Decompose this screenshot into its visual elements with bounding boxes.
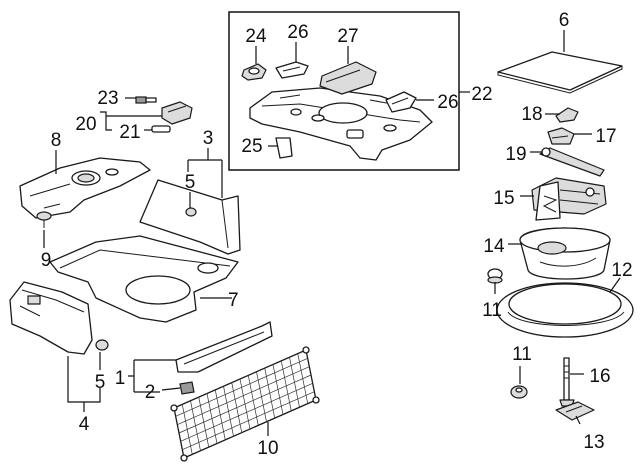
shelf-bracket — [275, 137, 293, 159]
spare-wheel-storage-tray — [519, 227, 611, 280]
speaker-grille-small — [275, 61, 309, 79]
callout-5-lower: 5 — [95, 372, 106, 393]
callout-8: 8 — [51, 130, 62, 151]
speaker-cover — [319, 61, 377, 95]
callout-26-right: 26 — [437, 92, 458, 113]
spare-wheel-cover — [496, 282, 634, 338]
callout-12: 12 — [611, 260, 632, 281]
callout-26-top: 26 — [287, 22, 308, 43]
cargo-net — [170, 346, 320, 462]
net-mesh-line — [178, 374, 312, 434]
trunk-floor-mat — [49, 235, 239, 323]
push-pin-fastener — [36, 211, 52, 228]
left-rear-trim — [9, 281, 93, 355]
callout-20: 20 — [75, 114, 96, 135]
support-pin — [151, 125, 171, 133]
right-side-trim-panel — [139, 179, 241, 255]
callout-18: 18 — [521, 104, 542, 125]
net-mesh-line — [175, 358, 308, 417]
jack-assembly — [531, 177, 607, 221]
shelf-clip — [241, 63, 267, 81]
callout-3: 3 — [203, 128, 214, 149]
callout-16: 16 — [589, 366, 610, 387]
callout-7: 7 — [228, 290, 239, 311]
hold-down-nut — [510, 385, 528, 399]
callout-11-upper: 11 — [482, 300, 502, 321]
callout-23: 23 — [97, 88, 118, 109]
rear-package-shelf — [249, 87, 433, 161]
callout-6: 6 — [559, 10, 570, 31]
callout-1: 1 — [115, 368, 126, 389]
callout-25: 25 — [241, 136, 262, 157]
callout-14: 14 — [483, 236, 505, 257]
callout-9: 9 — [41, 250, 52, 271]
leader-lines — [43, 30, 621, 436]
rear-shelf-inset-box — [228, 11, 460, 171]
plug-upper — [487, 268, 503, 284]
callout-17: 17 — [595, 126, 616, 147]
callout-22: 22 — [471, 84, 492, 105]
jack-holder — [547, 127, 575, 145]
callout-5-upper: 5 — [185, 172, 196, 193]
callout-19: 19 — [505, 144, 526, 165]
trunk-sill-plate — [175, 321, 273, 373]
net-mesh-line — [180, 383, 313, 442]
trunk-floor-panel — [497, 51, 623, 94]
speaker-grille-right — [385, 91, 417, 113]
callout-2: 2 — [145, 382, 156, 403]
push-pin-lower — [95, 339, 109, 351]
lug-wrench — [539, 147, 605, 177]
retaining-bolt — [135, 96, 157, 104]
callout-21: 21 — [119, 122, 140, 143]
left-side-trim-panel — [19, 157, 151, 219]
callout-13: 13 — [583, 432, 604, 453]
callout-11-lower: 11 — [512, 344, 532, 365]
net-mesh-line — [182, 391, 315, 450]
hold-down-bolt — [559, 357, 575, 407]
sill-clip — [179, 381, 195, 395]
callout-15: 15 — [493, 188, 514, 209]
callout-27: 27 — [337, 26, 358, 47]
callout-10: 10 — [257, 438, 278, 459]
bolt-bracket — [555, 401, 595, 421]
callout-labels: 24 26 27 26 22 25 6 18 17 19 15 14 11 12… — [41, 10, 633, 459]
net-mesh-line — [177, 366, 310, 425]
support-bracket — [161, 101, 193, 125]
callout-4: 4 — [79, 414, 90, 435]
retainer-clip — [555, 107, 579, 123]
callout-24: 24 — [245, 26, 267, 47]
push-pin-upper — [185, 207, 197, 217]
